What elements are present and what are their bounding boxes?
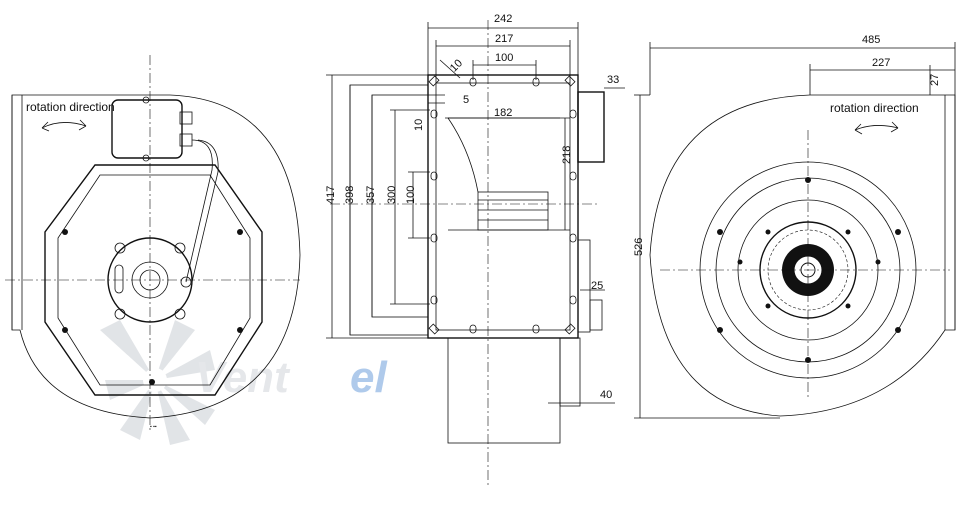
dim-218: 218	[561, 146, 573, 164]
dim-357: 357	[365, 186, 377, 204]
dim-242: 242	[494, 13, 512, 25]
dim-5: 5	[463, 94, 469, 106]
left-rotation-label: rotation direction	[26, 100, 115, 114]
dim-300: 300	[386, 186, 398, 204]
dim-227: 227	[872, 57, 890, 69]
dim-526: 526	[633, 238, 645, 256]
right-rotation-label: rotation direction	[830, 101, 919, 115]
rotation-arrow-icon	[854, 121, 899, 135]
dim-100-vert: 100	[405, 186, 417, 204]
dim-40: 40	[600, 389, 612, 401]
dim-100-top: 100	[495, 52, 513, 64]
left-small-text: ▪ ▪▪	[150, 424, 157, 430]
dim-398: 398	[344, 186, 356, 204]
rotation-arrow-icon	[41, 119, 87, 132]
watermark-text-vent: Vent	[195, 353, 291, 402]
left-hex-flange	[44, 164, 263, 396]
dim-10-vert: 10	[413, 119, 425, 131]
side-outlet	[447, 337, 561, 444]
watermark-text-el: el	[350, 353, 387, 402]
dim-25: 25	[591, 280, 603, 292]
fan-impeller	[477, 191, 549, 231]
cable	[185, 139, 213, 283]
right-scroll-housing	[649, 94, 956, 417]
dim-10-diag: 10	[448, 57, 465, 74]
ventel-watermark: Vent el	[100, 320, 387, 445]
dim-217: 217	[495, 33, 513, 45]
left-front-view: rotation direction ▪ ▪▪	[5, 55, 301, 430]
dim-485: 485	[862, 34, 880, 46]
left-scroll-housing	[11, 94, 301, 419]
dim-417: 417	[325, 186, 337, 204]
right-rear-view: 485 227 27 526 rotation direction	[633, 34, 956, 419]
dim-182: 182	[494, 107, 512, 119]
dim-33: 33	[607, 74, 619, 86]
middle-side-view: 242 217 100 10 5 182 10 33 218 417 398 3…	[325, 13, 625, 485]
side-motor-box	[577, 91, 605, 163]
dim-27: 27	[929, 74, 941, 86]
terminal-box	[111, 99, 183, 159]
